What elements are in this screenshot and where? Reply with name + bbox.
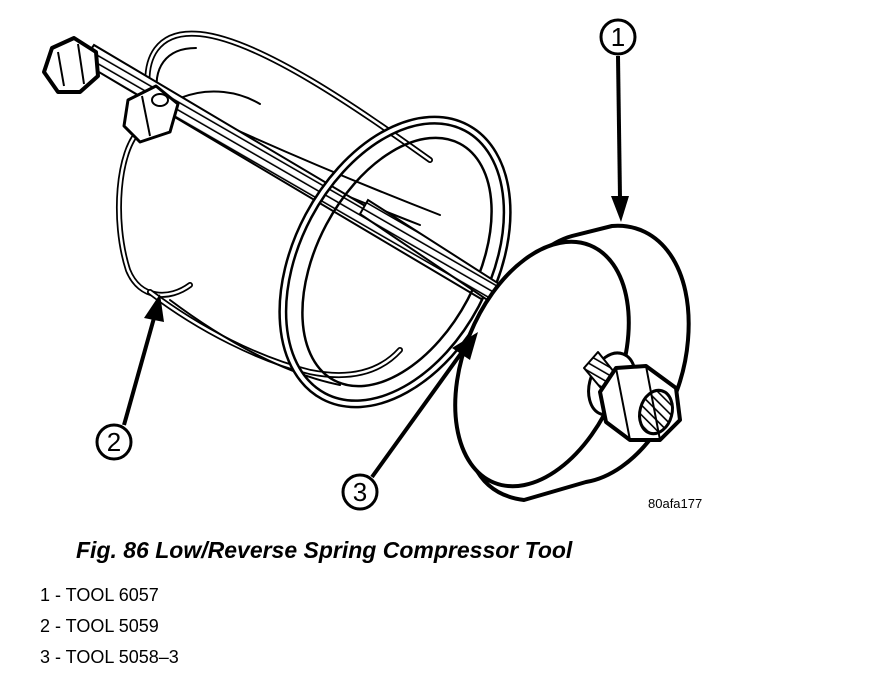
tool-legend: 1 - TOOL 6057 2 - TOOL 5059 3 - TOOL 505… — [40, 584, 179, 677]
callout-3-label: 3 — [353, 477, 367, 507]
callout-2-label: 2 — [107, 427, 121, 457]
rod-clamp — [122, 84, 180, 144]
legend-item: 2 - TOOL 5059 — [40, 616, 159, 636]
callout-1: 1 — [599, 18, 637, 222]
callout-3: 3 — [341, 332, 478, 511]
callout-1-label: 1 — [611, 22, 625, 52]
legend-item: 3 - TOOL 5058–3 — [40, 647, 179, 667]
compressor-disc — [453, 223, 691, 502]
legend-item: 1 - TOOL 6057 — [40, 585, 159, 605]
callout-2: 2 — [95, 294, 164, 461]
spring-compressor-illustration: 1 2 3 80afa177 — [42, 18, 702, 511]
figure-caption: Fig. 86 Low/Reverse Spring Compressor To… — [76, 537, 573, 563]
figure-reference-code: 80afa177 — [648, 496, 702, 511]
cage-frame — [115, 30, 441, 386]
